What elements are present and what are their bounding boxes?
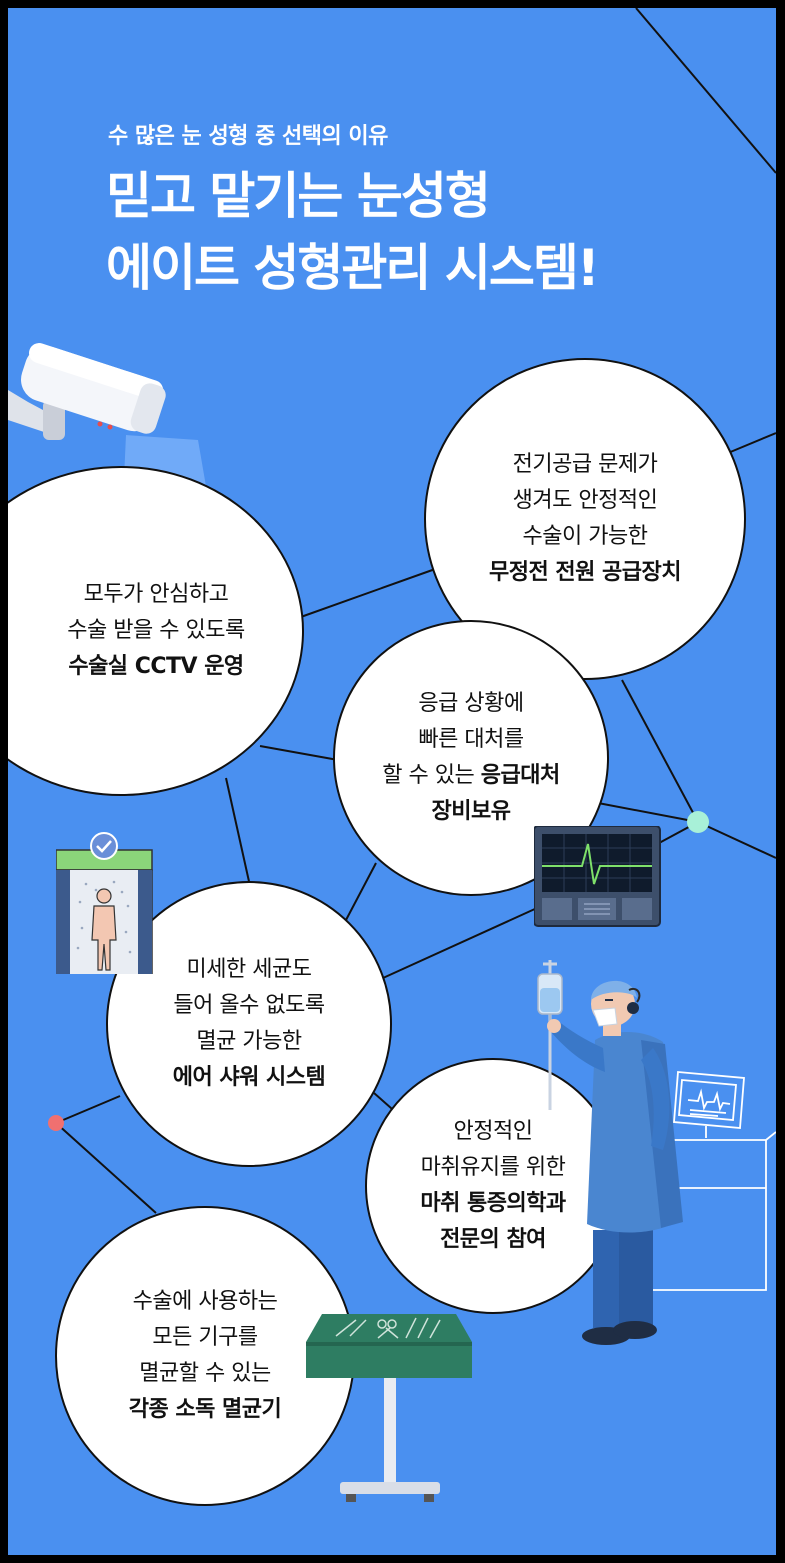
feature-highlight: 전문의 참여 (440, 1227, 546, 1252)
feature-highlight: 장비보유 (431, 799, 511, 824)
feature-text: 멸균할 수 있는 (139, 1361, 271, 1386)
feature-text: 생겨도 안정적인 (512, 488, 658, 513)
feature-text: 모든 기구를 (152, 1325, 258, 1350)
feature-text: 마취유지를 위한 (420, 1155, 566, 1180)
feature-text: 수술에 사용하는 (132, 1289, 278, 1314)
cctv-camera-icon (8, 343, 208, 500)
page-title: 믿고 맡기는 눈성형 (106, 167, 491, 225)
feature-text: 빠른 대처를 (418, 727, 524, 752)
feature-highlight: 무정전 전원 공급장치 (489, 560, 681, 585)
subtitle: 수 많은 눈 성형 중 선택의 이유 (108, 124, 388, 149)
anesthesiologist-icon (537, 960, 683, 1345)
feature-highlight: 응급대처 (480, 763, 560, 788)
feature-text: 미세한 세균도 (186, 957, 312, 982)
network-node (687, 811, 709, 833)
feature-highlight: 각종 소독 멸균기 (128, 1397, 282, 1422)
network-node (48, 1115, 64, 1131)
feature-highlight: 마취 통증의학과 (420, 1191, 566, 1216)
feature-text: 응급 상황에 (418, 691, 524, 716)
feature-highlight: 에어 샤워 시스템 (172, 1065, 326, 1090)
feature-text: 수술이 가능한 (522, 524, 648, 549)
feature-circle-anesthesia: 안정적인 마취유지를 위한 마취 통증의학과 전문의 참여 (365, 1058, 621, 1314)
feature-text: 들어 올수 없도록 (173, 993, 325, 1018)
feature-text: 전기공급 문제가 (512, 452, 658, 477)
feature-text: 수술 받을 수 있도록 (67, 618, 245, 643)
heart-monitor-icon (534, 826, 661, 927)
instrument-tray-icon (306, 1314, 472, 1502)
page-title-line2: 에이트 성형관리 시스템! (106, 239, 600, 297)
feature-text: 모두가 안심하고 (83, 582, 229, 607)
feature-text: 안정적인 (453, 1119, 533, 1144)
feature-text: 할 수 있는 (382, 763, 481, 788)
feature-text: 멸균 가능한 (196, 1029, 302, 1054)
infographic-panel: 수 많은 눈 성형 중 선택의 이유 믿고 맡기는 눈성형 에이트 성형관리 시… (8, 8, 776, 1555)
air-shower-icon (56, 832, 153, 974)
feature-circle-air-shower: 미세한 세균도 들어 올수 없도록 멸균 가능한 에어 샤워 시스템 (106, 881, 392, 1167)
feature-highlight: 수술실 CCTV 운영 (68, 654, 244, 679)
feature-circle-sterilizer: 수술에 사용하는 모든 기구를 멸균할 수 있는 각종 소독 멸균기 (55, 1206, 355, 1506)
feature-circle-cctv: 모두가 안심하고 수술 받을 수 있도록 수술실 CCTV 운영 (8, 466, 304, 796)
